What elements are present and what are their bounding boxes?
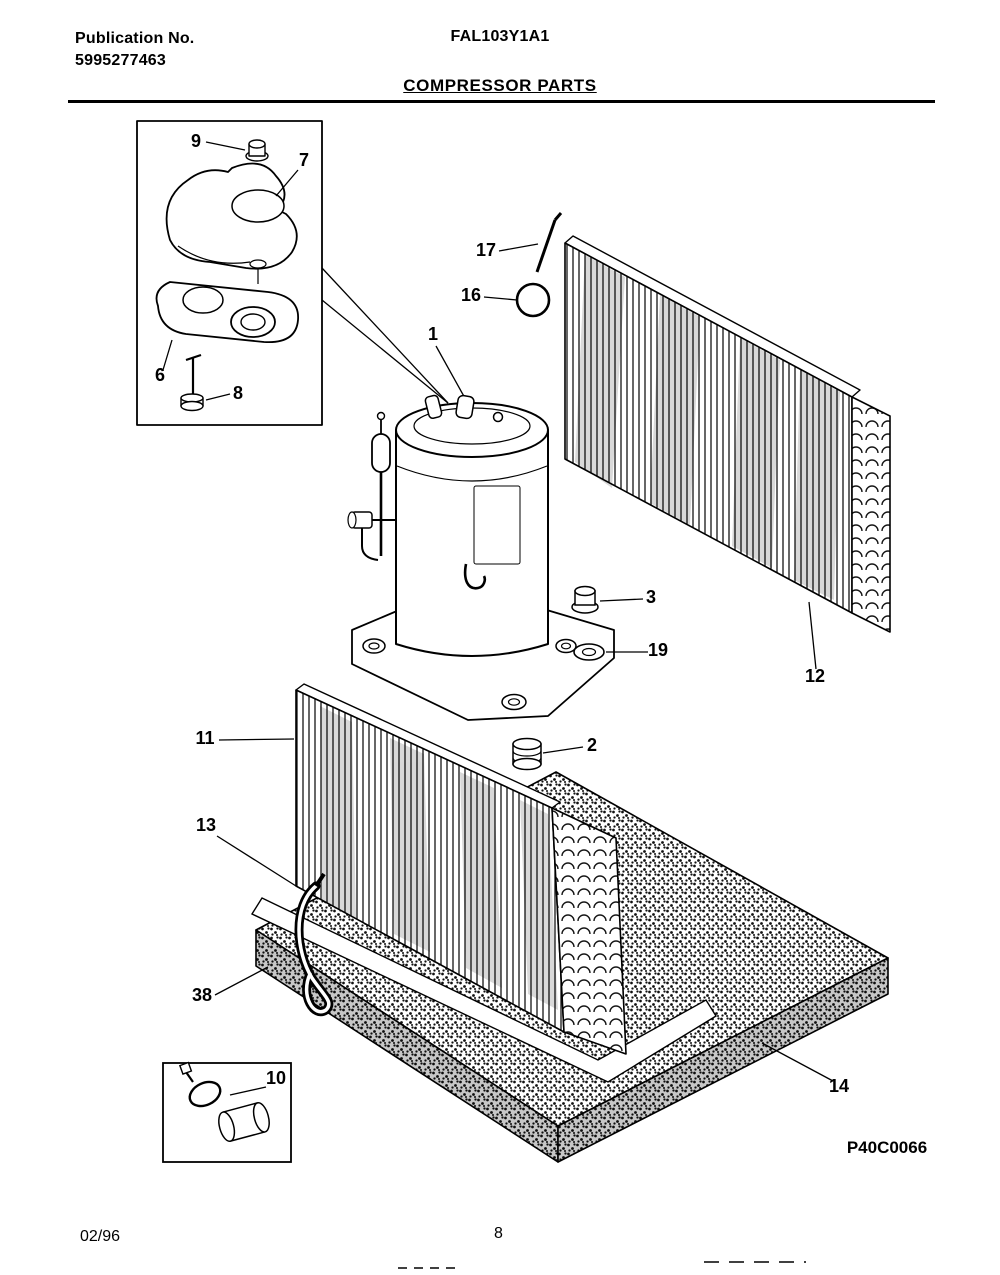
callout-8: 8 [233,383,243,403]
base-pan-front-right [557,957,889,1163]
compressor-body [395,429,549,657]
evaporator-coil [295,683,627,1055]
mount-cylinder [218,1101,270,1143]
callout-12: 12 [805,666,825,686]
callout-17: 17 [476,240,496,260]
evaporator-tube-bends [551,807,627,1055]
leader-lines [162,141,834,1096]
mounting-holes [362,638,577,711]
discharge-tube [463,563,487,590]
strap-13 [294,872,334,1017]
callout-16: 16 [461,285,481,305]
callout-10: 10 [266,1068,286,1088]
stud-8 [180,353,204,412]
callout-1: 1 [428,324,438,344]
compressor-label-plate [473,485,521,565]
callout-7: 7 [299,150,309,170]
bottom-dashes [398,1261,806,1269]
terminal-cover-7 [165,162,298,284]
nut-3 [571,585,599,614]
clamp-part [178,1061,222,1108]
terminal-fittings [424,394,504,423]
callout-9: 9 [191,131,201,151]
inset-box-mounting-parts [162,1061,292,1163]
evaporator-shading [320,706,558,1010]
tube-17 [535,212,563,273]
tube-loop-16 [515,282,551,318]
publication-label: Publication No. [75,30,195,47]
publication-number: 5995277463 [75,52,166,69]
model-number: FAL103Y1A1 [450,28,550,45]
callout-19: 19 [648,640,668,660]
gasket-plate-6 [155,281,299,343]
page-number: 8 [494,1225,503,1242]
callout-3: 3 [646,587,656,607]
inset-reference-lines [321,267,467,404]
inset-box-overload-parts [136,120,323,426]
callout-11: 11 [195,728,214,748]
header-rule [68,100,935,103]
section-title: COMPRESSOR PARTS [403,76,597,95]
washer-19 [573,643,605,661]
grommet-2 [512,737,542,771]
section-title-wrap: COMPRESSOR PARTS [0,76,1000,96]
condenser-coil [564,235,891,633]
callout-38: 38 [192,985,212,1005]
process-tube-assembly [347,411,396,561]
compressor [347,394,615,721]
callout-labels: 9 7 6 8 1 17 16 3 19 12 2 11 13 38 14 10 [155,131,849,1096]
revision-date: 02/96 [80,1228,121,1245]
condenser-shading [575,255,840,600]
callout-14: 14 [829,1076,849,1096]
callout-13: 13 [196,815,216,835]
drawing-code: P40C0066 [847,1138,927,1157]
callout-6: 6 [155,365,165,385]
condenser-tube-bends [851,396,891,633]
callout-2: 2 [587,735,597,755]
